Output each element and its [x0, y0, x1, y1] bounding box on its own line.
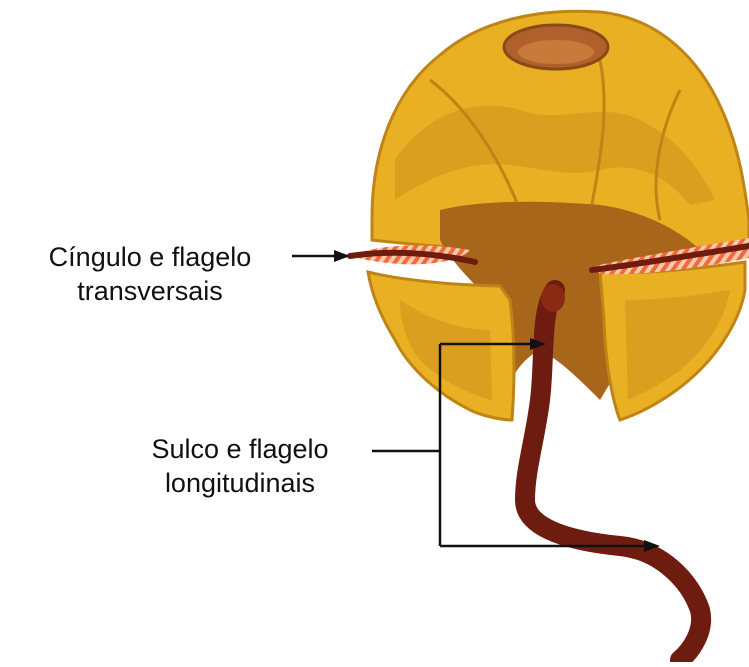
sulco-label-line2: longitudinais	[112, 466, 368, 500]
cingulo-label-line2: transversais	[10, 274, 290, 308]
sulco-label: Sulco e flagelo longitudinais	[112, 432, 368, 500]
cingulo-arrowhead	[334, 250, 350, 262]
flagellum-base	[541, 284, 565, 312]
cingulo-label-line1: Cíngulo e flagelo	[10, 240, 290, 274]
sulco-label-line1: Sulco e flagelo	[112, 432, 368, 466]
cingulo-label: Cíngulo e flagelo transversais	[10, 240, 290, 308]
apical-pore-inner	[518, 40, 594, 64]
